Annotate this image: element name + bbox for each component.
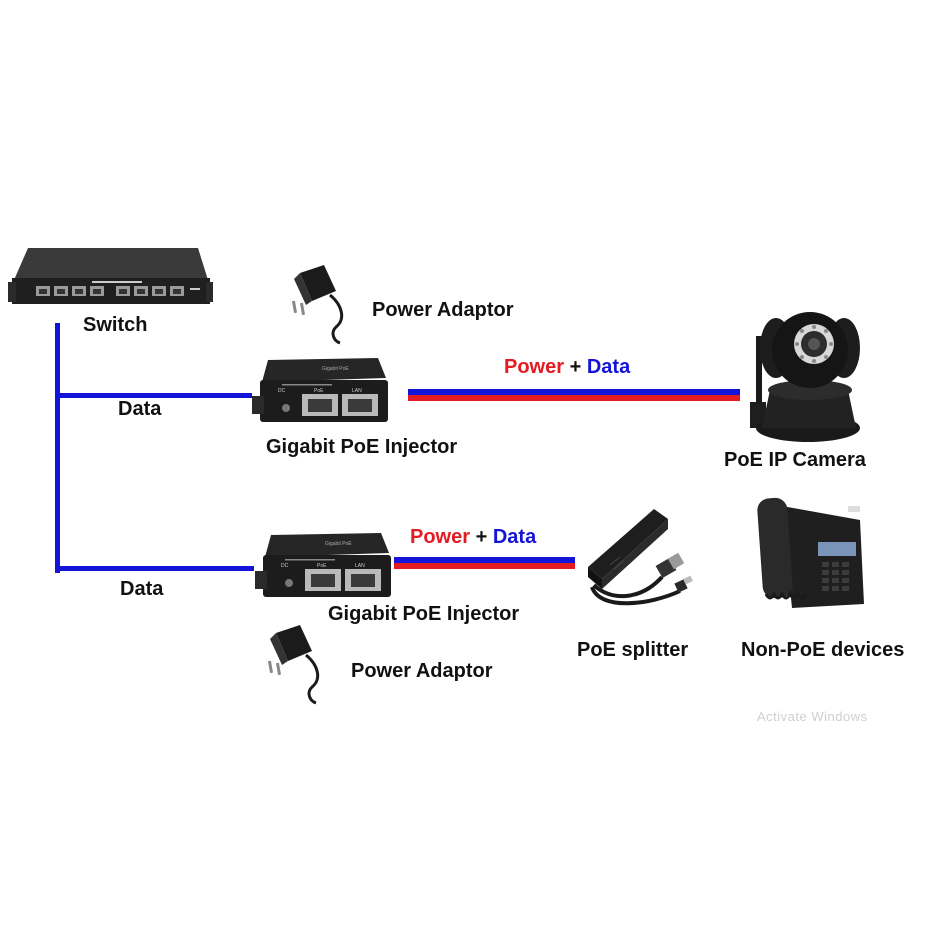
- poe-injector-top-icon: Gigabit PoE DC PoE LAN: [252, 358, 388, 422]
- power-data-label-top: Power + Data: [504, 356, 630, 379]
- plus-sign: +: [569, 356, 582, 378]
- svg-text:PoE: PoE: [317, 563, 327, 569]
- power-label: Power: [410, 526, 471, 548]
- plus-sign: +: [475, 526, 488, 548]
- activate-windows-watermark: Activate Windows: [757, 709, 868, 724]
- data-link-bottom-label: Data: [120, 578, 164, 600]
- svg-text:DC: DC: [281, 563, 289, 569]
- power-label: Power: [504, 356, 565, 378]
- data-link-top: [55, 393, 252, 398]
- svg-text:Gigabit PoE: Gigabit PoE: [325, 541, 352, 547]
- power-data-label-bottom: Power + Data: [410, 526, 536, 549]
- power-data-cable-bottom: [394, 557, 575, 569]
- data-label: Data: [586, 356, 631, 378]
- phone-label: Non-PoE devices: [741, 639, 905, 661]
- poe-splitter-icon: [588, 509, 693, 606]
- switch-label: Switch: [83, 314, 148, 336]
- svg-text:LAN: LAN: [352, 388, 362, 394]
- ip-camera-icon: [750, 312, 860, 442]
- network-switch-icon: [8, 248, 213, 304]
- data-trunk-line: [55, 323, 60, 573]
- svg-text:PoE: PoE: [314, 388, 324, 394]
- camera-label: PoE IP Camera: [724, 449, 866, 471]
- data-wire: [394, 557, 575, 563]
- adaptor-top-label: Power Adaptor: [372, 299, 514, 321]
- data-link-bottom: [55, 566, 254, 571]
- power-adapter-icon: [267, 625, 320, 705]
- data-wire: [408, 389, 740, 395]
- power-wire: [394, 563, 575, 569]
- poe-injector-bottom-icon: Gigabit PoE DC PoE LAN: [255, 533, 391, 597]
- svg-text:Gigabit PoE: Gigabit PoE: [322, 366, 349, 372]
- power-wire: [408, 395, 740, 401]
- svg-text:LAN: LAN: [355, 563, 365, 569]
- power-adapter-icon: [291, 265, 344, 345]
- data-label: Data: [492, 526, 537, 548]
- desk-phone-icon: [757, 497, 864, 608]
- data-link-top-label: Data: [118, 398, 162, 420]
- splitter-label: PoE splitter: [577, 639, 689, 661]
- adaptor-bottom-label: Power Adaptor: [351, 660, 493, 682]
- injector-top-label: Gigabit PoE Injector: [266, 436, 458, 458]
- injector-bottom-label: Gigabit PoE Injector: [328, 603, 520, 625]
- power-data-cable-top: [408, 389, 740, 401]
- svg-text:DC: DC: [278, 388, 286, 394]
